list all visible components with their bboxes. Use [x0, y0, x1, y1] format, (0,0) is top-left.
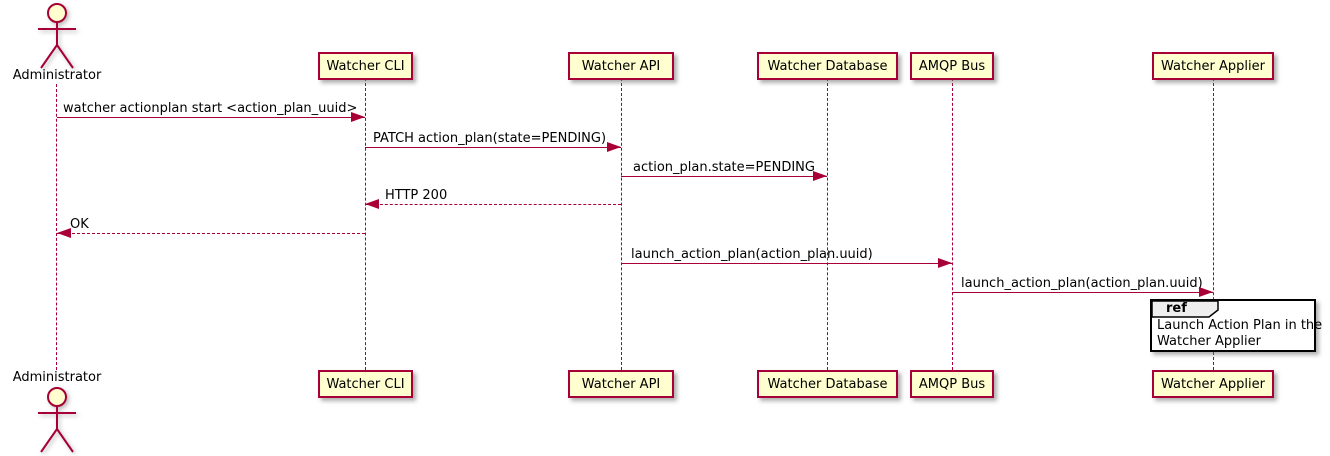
lifeline-watcher-cli [365, 78, 366, 370]
participant-watcher-api-top: Watcher API [568, 52, 674, 80]
arrowhead-left-icon [57, 228, 71, 238]
lifeline-watcher-applier [1213, 78, 1214, 370]
participant-watcher-database-bottom: Watcher Database [757, 370, 898, 398]
arrowhead-right-icon [607, 142, 621, 152]
participant-amqp-bus-bottom: AMQP Bus [910, 370, 994, 398]
actor-label-administrator-top: Administrator [12, 68, 102, 83]
message-line [57, 117, 365, 118]
message-label: action_plan.state=PENDING [633, 160, 815, 175]
lifeline-watcher-api [621, 78, 622, 370]
participant-watcher-cli-top: Watcher CLI [318, 52, 413, 80]
message-label: launch_action_plan(action_plan.uuid) [631, 247, 873, 262]
message-label: OK [70, 217, 89, 232]
ref-header-pentagon-icon [1152, 301, 1219, 318]
message-line [621, 176, 827, 177]
arrowhead-right-icon [351, 112, 365, 122]
actor-label-administrator-bottom: Administrator [12, 370, 102, 385]
participant-watcher-api-bottom: Watcher API [568, 370, 674, 398]
message-label: HTTP 200 [385, 188, 448, 203]
participant-watcher-cli-bottom: Watcher CLI [318, 370, 413, 398]
participant-watcher-database-top: Watcher Database [757, 52, 898, 80]
arrowhead-right-icon [938, 258, 952, 268]
lifeline-administrator [56, 84, 57, 370]
message-line [57, 233, 365, 234]
ref-keyword: ref [1166, 301, 1187, 316]
actor-stick-figure-icon [38, 3, 76, 69]
participant-watcher-applier-top: Watcher Applier [1152, 52, 1274, 80]
arrowhead-right-icon [1199, 287, 1213, 297]
message-line [621, 263, 952, 264]
message-label: watcher actionplan start <action_plan_uu… [63, 101, 358, 116]
participant-amqp-bus-top: AMQP Bus [910, 52, 994, 80]
message-label: PATCH action_plan(state=PENDING) [373, 131, 607, 146]
participant-watcher-applier-bottom: Watcher Applier [1152, 370, 1274, 398]
message-line [365, 147, 621, 148]
message-line [952, 292, 1213, 293]
actor-stick-figure-icon [38, 387, 76, 453]
ref-fragment: ref Launch Action Plan in the Watcher Ap… [1150, 299, 1322, 352]
lifeline-watcher-database [827, 78, 828, 370]
message-line [365, 204, 621, 205]
arrowhead-left-icon [365, 199, 379, 209]
ref-text-line2: Watcher Applier [1157, 334, 1261, 349]
ref-text-line1: Launch Action Plan in the [1157, 318, 1323, 333]
lifeline-amqp-bus [952, 78, 953, 370]
arrowhead-right-icon [813, 171, 827, 181]
ref-text: Launch Action Plan in the Watcher Applie… [1157, 318, 1322, 350]
message-label: launch_action_plan(action_plan.uuid) [961, 276, 1203, 291]
